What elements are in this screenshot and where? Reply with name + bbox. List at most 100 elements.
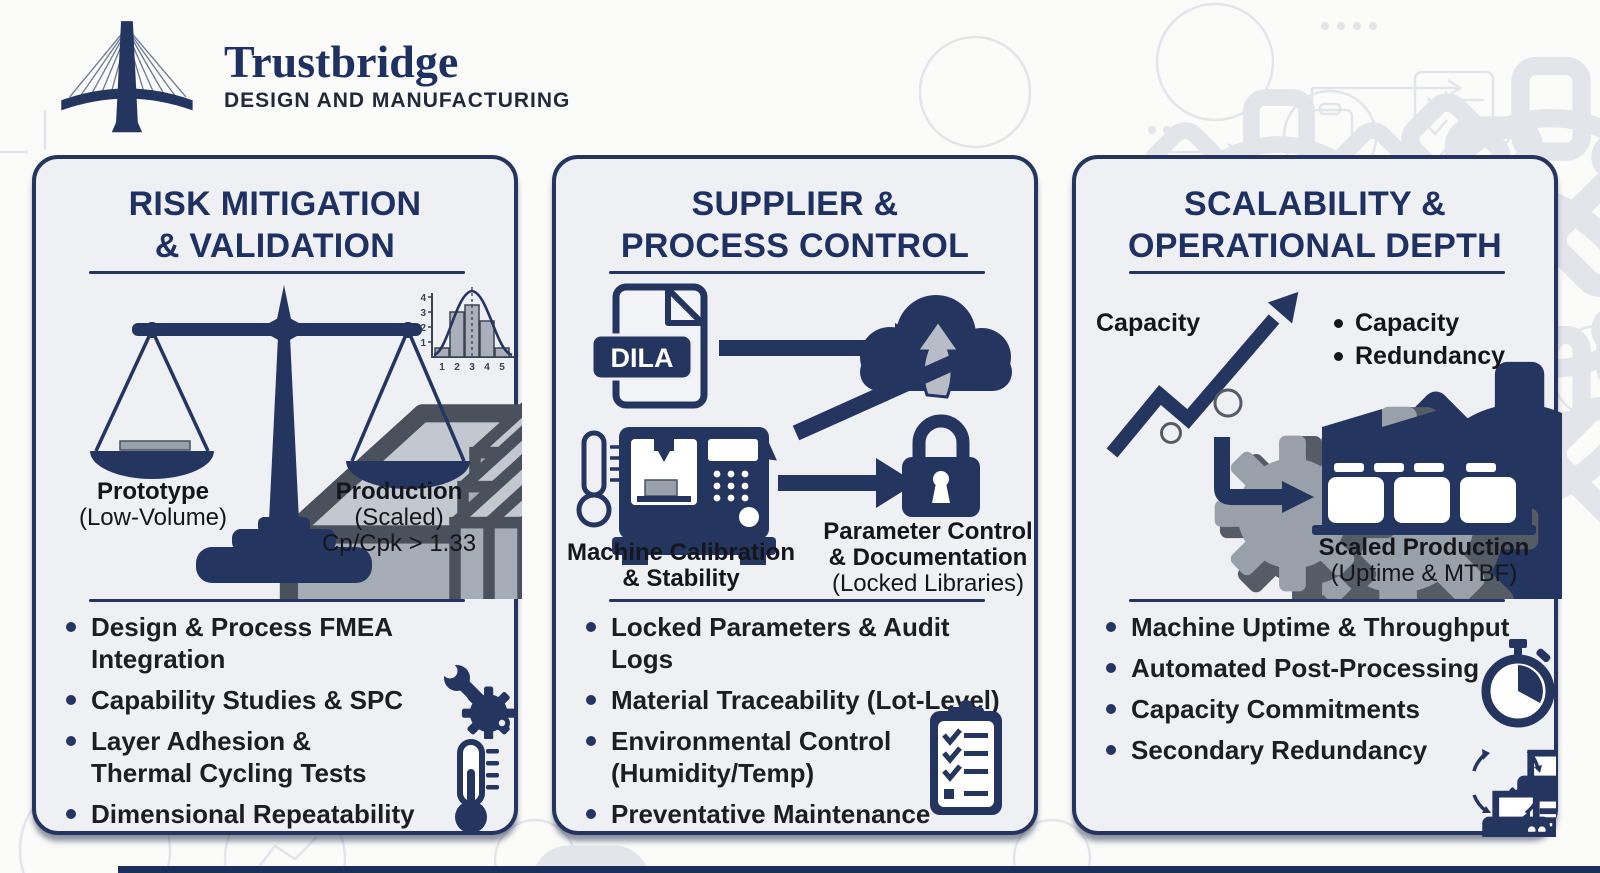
bridge-logo-icon [61,21,193,133]
list-item: Automated Post-Processing [1106,652,1538,684]
divider [89,599,465,602]
printer-cycle-icon [1472,749,1556,837]
bullet-text: Capacity Commitments [1131,694,1420,724]
panel-scalability-operational-depth: SCALABILITY & OPERATIONAL DEPTH [1072,155,1562,837]
elbow-arrow-icon [1214,437,1314,513]
lock-icon [902,414,980,517]
hist-xtick: 5 [499,362,505,373]
bullet-dot [1106,663,1116,673]
hist-xtick: 2 [454,362,460,373]
growth-arrow-icon [1106,291,1299,458]
divider [89,271,465,274]
panel-title: RISK MITIGATION & VALIDATION [36,159,514,267]
checklist-clipboard-icon [930,700,1002,815]
balance-scale-icon: 4 3 2 1 1 2 3 4 5 [90,285,522,599]
bullet-dot [1334,352,1343,361]
hist-ytick: 1 [420,338,426,349]
hist-ytick: 2 [420,323,426,334]
parameter-control-label: Parameter Control & Documentation (Locke… [823,518,1033,597]
growth-factory-illustration: Capacity Capacity Redundancy Scaled Prod… [1076,277,1562,599]
thermometer-icon [455,739,499,833]
bullet-text: Redundancy [1355,342,1506,370]
list-item: Capacity Commitments [1106,693,1538,725]
list-item: Preventative Maintenance [586,798,1018,830]
printer-icon [1480,792,1552,837]
bullet-text: Locked Parameters & Audit Logs [611,612,950,674]
bullet-text: Machine Uptime & Throughput [1131,612,1510,642]
stopwatch-icon [1481,639,1555,728]
bullet-dot [586,736,596,746]
bullet-text: Environmental Control (Humidity/Temp) [611,726,892,788]
thermometer-outline-icon [576,430,619,528]
panel-title-line1: SUPPLIER & [691,185,899,223]
hist-xtick: 3 [469,362,475,373]
supplier-bullet-list: Locked Parameters & Audit Logs Material … [586,611,1018,839]
dila-badge-label: DILA [611,343,674,373]
bullet-dot [1106,622,1116,632]
list-item: Redundancy [1334,340,1505,373]
cloud-upload-icon [860,295,1012,399]
capability-histogram-icon: 4 3 2 1 1 2 3 4 5 [420,287,514,373]
factory-icon [1312,401,1562,599]
brand-tagline: DESIGN AND MANUFACTURING [224,89,571,112]
gear-wrench-icon [442,663,516,739]
bullet-text: Capacity [1355,309,1460,337]
bullet-text: Dimensional Repeatability [91,799,415,829]
list-item: Capability Studies & SPC [66,684,498,716]
divider [1129,599,1505,602]
printer-machine-icon [612,427,776,565]
list-item: Layer Adhesion & Thermal Cycling Tests [66,725,396,789]
brand-header: Trustbridge DESIGN AND MANUFACTURING [36,6,570,144]
bullet-dot [66,809,76,819]
dila-file-icon: DILA [590,283,708,409]
divider [609,599,985,602]
panel-title: SCALABILITY & OPERATIONAL DEPTH [1076,159,1554,267]
bullet-dot [1106,745,1116,755]
prototype-label: Prototype (Low-Volume) [78,478,228,531]
bullet-text: Secondary Redundancy [1131,735,1428,765]
panel-title-line2: & VALIDATION [154,227,396,265]
bullet-dot [66,695,76,705]
bullet-dot [66,736,76,746]
bullet-text: Layer Adhesion & Thermal Cycling Tests [91,726,367,788]
panel-title-line2: OPERATIONAL DEPTH [1127,227,1503,265]
list-item: Capacity [1334,307,1505,340]
bullet-dot [66,622,76,632]
list-item: Design & Process FMEA Integration [66,611,498,675]
list-item: Locked Parameters & Audit Logs [586,611,1018,675]
hist-ytick: 4 [420,293,426,304]
capacity-redundancy-list: Capacity Redundancy [1334,307,1505,373]
list-item: Machine Uptime & Throughput [1106,611,1538,643]
production-label: Production (Scaled) Cp/Cpk > 1.33 [321,478,477,557]
panel-title: SUPPLIER & PROCESS CONTROL [556,159,1034,267]
list-item: Dimensional Repeatability [66,798,498,830]
scalability-bullet-list: Machine Uptime & Throughput Automated Po… [1106,611,1538,775]
scaled-production-label: Scaled Production (Uptime & MTBF) [1318,534,1530,587]
hist-ytick: 3 [420,308,426,319]
bullet-text: Material Traceability (Lot-Level) [611,685,1000,715]
panel-supplier-process-control: SUPPLIER & PROCESS CONTROL DILA [552,155,1038,835]
balance-scale-illustration: 4 3 2 1 1 2 3 4 5 Prototype (Low [36,277,522,599]
list-item: Material Traceability (Lot-Level) [586,684,1018,716]
gear-doodle-icon [918,35,1032,149]
bullet-text: Automated Post-Processing [1131,653,1480,683]
bullet-text: Preventative Maintenance [611,799,931,829]
panel-title-line1: RISK MITIGATION [128,185,422,223]
process-flow-illustration: DILA [556,277,1042,599]
bottom-accent-bar [118,866,1600,873]
hist-xtick: 4 [484,362,490,373]
panel-risk-mitigation: RISK MITIGATION & VALIDATION [32,155,522,835]
bullet-dot [1334,319,1343,328]
panel-title-line1: SCALABILITY & [1183,185,1447,223]
capacity-growth-label: Capacity [1096,309,1201,337]
brand-name: Trustbridge [224,36,459,87]
process-flow-icon: DILA [576,283,1012,565]
bullet-text: Capability Studies & SPC [91,685,404,715]
divider [1129,271,1505,274]
risk-bullet-list: Design & Process FMEA Integration Capabi… [66,611,498,839]
growth-factory-icon [1106,291,1562,599]
bullet-dot [586,622,596,632]
divider [609,271,985,274]
arrow-right-icon [778,458,916,508]
